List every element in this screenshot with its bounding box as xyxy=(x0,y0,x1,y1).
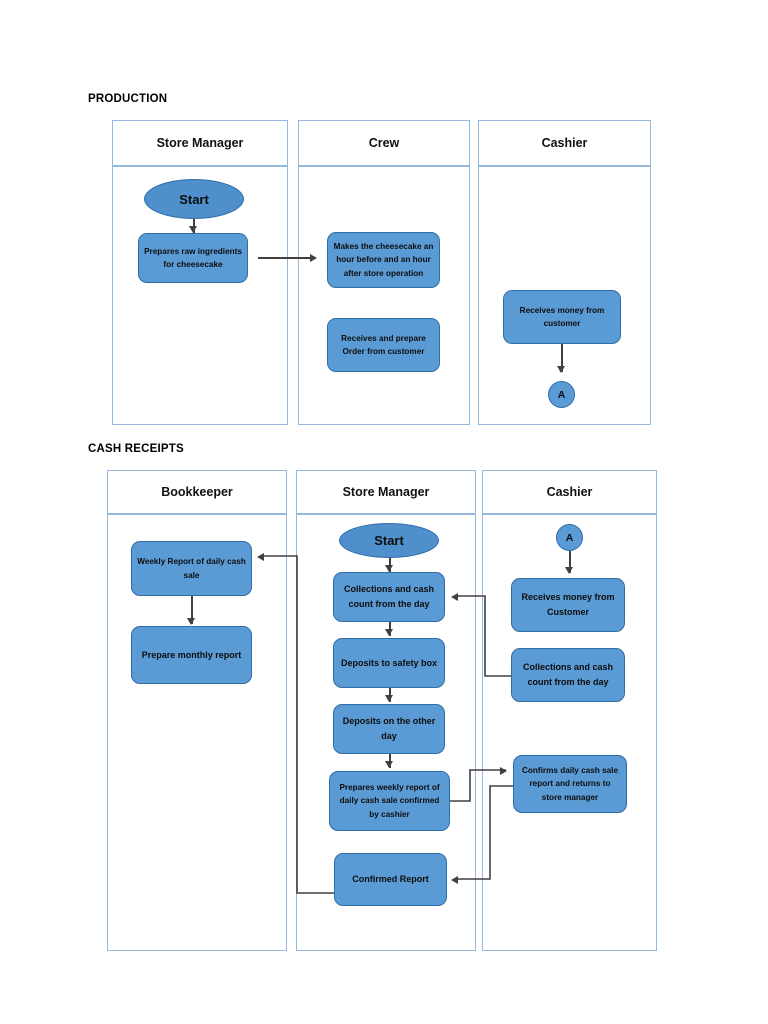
node-collections-cash-count-cashier: Collections and cash count from the day xyxy=(511,648,625,702)
node-deposits-to-safety-box: Deposits to safety box xyxy=(333,638,445,688)
line-weekly-to-monthly xyxy=(191,596,193,624)
lane-header-cashier-production: Cashier xyxy=(478,120,651,166)
connector-a-cash-receipts: A xyxy=(556,524,583,551)
section-title-production: PRODUCTION xyxy=(88,93,168,105)
node-collections-cash-count-sm: Collections and cash count from the day xyxy=(333,572,445,622)
connector-a-production: A xyxy=(548,381,575,408)
arrowhead-safety-to-other-day xyxy=(384,695,393,702)
node-makes-cheesecake: Makes the cheesecake an hour before and … xyxy=(327,232,440,288)
node-deposits-on-other-day: Deposits on the other day xyxy=(333,704,445,754)
node-receives-and-prepare-order: Receives and prepare Order from customer xyxy=(327,318,440,372)
lane-body-crew-production xyxy=(298,166,470,425)
arrowhead-collections-to-deposits-safety xyxy=(384,629,393,636)
lane-header-bookkeeper-cash-receipts: Bookkeeper xyxy=(107,470,287,514)
node-confirms-daily-cash-sale: Confirms daily cash sale report and retu… xyxy=(513,755,627,813)
start-oval-cash-receipts: Start xyxy=(339,523,439,558)
arrowhead-receives-money-to-connector-a xyxy=(556,366,565,373)
line-prepares-to-makes xyxy=(258,257,310,259)
section-title-cash-receipts: CASH RECEIPTS xyxy=(88,443,184,455)
arrowhead-prepares-to-makes xyxy=(310,253,317,262)
node-weekly-report-daily-cash-sale: Weekly Report of daily cash sale xyxy=(131,541,252,596)
arrowhead-connector-a-to-receives-money xyxy=(564,567,573,574)
node-receives-money-cashier: Receives money from Customer xyxy=(511,578,625,632)
lane-header-crew-production: Crew xyxy=(298,120,470,166)
arrowhead-sm-prepares-to-cashier-confirms xyxy=(500,766,507,775)
lane-header-store-manager-production: Store Manager xyxy=(112,120,288,166)
lane-header-cashier-cash-receipts: Cashier xyxy=(482,470,657,514)
arrowhead-start-to-collections xyxy=(384,565,393,572)
node-confirmed-report: Confirmed Report xyxy=(334,853,447,906)
arrowhead-other-day-to-prepares-weekly xyxy=(384,761,393,768)
arrowhead-cashier-collections-to-sm-collections xyxy=(451,592,458,601)
start-oval-production: Start xyxy=(144,179,244,219)
arrowhead-start-to-prepares xyxy=(188,226,197,233)
node-prepare-monthly-report: Prepare monthly report xyxy=(131,626,252,684)
node-receives-money-production: Receives money from customer xyxy=(503,290,621,344)
line-connector-a-to-receives-money xyxy=(569,551,571,573)
arrowhead-confirmed-report-to-weekly-report xyxy=(257,552,264,561)
line-receives-money-to-connector-a xyxy=(561,344,563,372)
lane-body-bookkeeper-cash-receipts xyxy=(107,514,287,951)
lane-header-store-manager-cash-receipts: Store Manager xyxy=(296,470,476,514)
node-prepares-weekly-report: Prepares weekly report of daily cash sal… xyxy=(329,771,450,831)
arrowhead-cashier-confirms-to-confirmed-report xyxy=(451,875,458,884)
arrowhead-weekly-to-monthly xyxy=(186,618,195,625)
node-prepares-raw-ingredients: Prepares raw ingredients for cheesecake xyxy=(138,233,248,283)
